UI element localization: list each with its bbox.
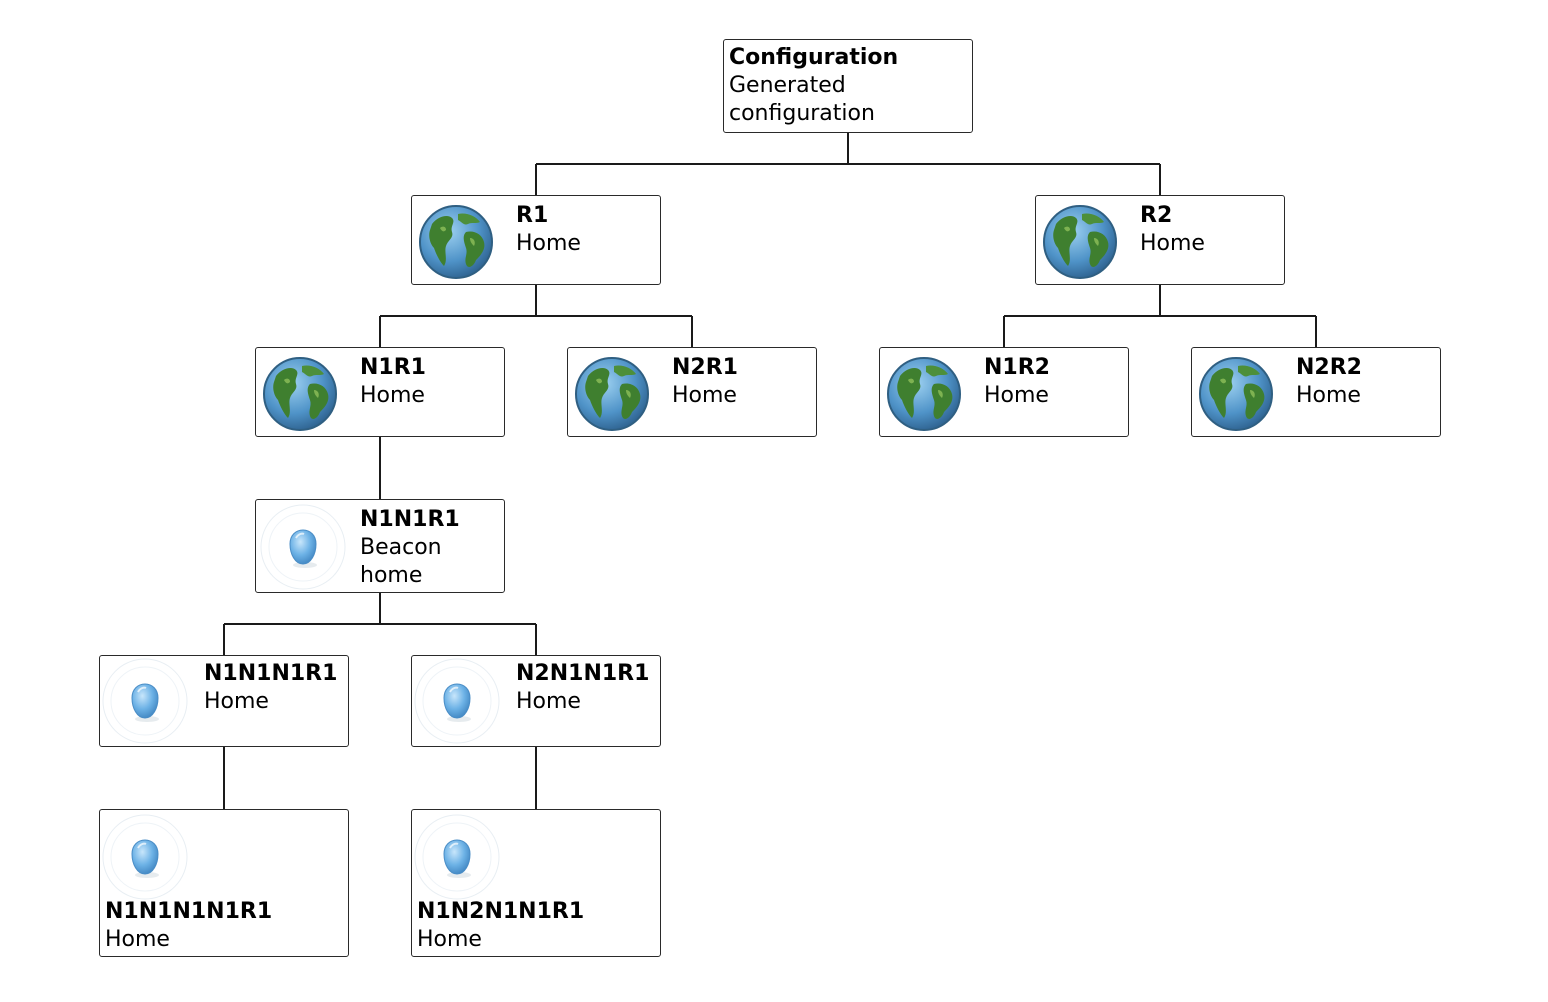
node-subtitle: Home — [516, 231, 581, 256]
node-n1n1r1[interactable]: N1N1R1 Beacon home — [255, 499, 505, 593]
node-title: R2 — [1140, 203, 1173, 228]
node-subtitle: Beacon — [360, 535, 442, 560]
node-n2r2[interactable]: N2R2 Home — [1191, 347, 1441, 437]
beacon-icon — [412, 656, 502, 746]
node-n1n2n1n1r1[interactable]: N1N2N1N1R1 Home — [411, 809, 661, 957]
node-title: N1N1N1R1 — [204, 661, 338, 686]
node-subtitle: Home — [417, 927, 482, 952]
globe-icon — [1042, 204, 1118, 280]
globe-icon — [1198, 356, 1274, 432]
node-title: Configuration — [729, 45, 899, 70]
globe-icon — [574, 356, 650, 432]
node-subtitle: Home — [105, 927, 170, 952]
node-n2n1n1r1[interactable]: N2N1N1R1 Home — [411, 655, 661, 747]
node-r2[interactable]: R2 Home — [1035, 195, 1285, 285]
node-subtitle: Home — [672, 383, 737, 408]
node-subtitle: configuration — [729, 101, 875, 126]
node-subtitle: Home — [204, 689, 269, 714]
node-title: N1N1R1 — [360, 507, 460, 532]
globe-icon — [262, 356, 338, 432]
beacon-icon — [412, 812, 502, 902]
node-title: N1R2 — [984, 355, 1050, 380]
node-n1r2[interactable]: N1R2 Home — [879, 347, 1129, 437]
beacon-icon — [258, 502, 348, 592]
node-subtitle: Home — [1296, 383, 1361, 408]
node-title: N1N1N1N1R1 — [105, 899, 273, 924]
node-subtitle: Home — [984, 383, 1049, 408]
globe-icon — [886, 356, 962, 432]
node-title: R1 — [516, 203, 549, 228]
node-r1[interactable]: R1 Home — [411, 195, 661, 285]
node-subtitle: Home — [1140, 231, 1205, 256]
beacon-icon — [100, 656, 190, 746]
node-subtitle: home — [360, 563, 423, 588]
node-configuration[interactable]: Configuration Generated configuration — [723, 39, 973, 133]
node-title: N2R1 — [672, 355, 738, 380]
node-subtitle: Home — [516, 689, 581, 714]
node-title: N2R2 — [1296, 355, 1362, 380]
node-n2r1[interactable]: N2R1 Home — [567, 347, 817, 437]
node-subtitle: Home — [360, 383, 425, 408]
node-configuration-text: Configuration Generated configuration — [729, 44, 898, 128]
node-title: N2N1N1R1 — [516, 661, 650, 686]
node-n1n1n1n1r1[interactable]: N1N1N1N1R1 Home — [99, 809, 349, 957]
node-title: N1N2N1N1R1 — [417, 899, 585, 924]
node-title: N1R1 — [360, 355, 426, 380]
node-n1r1[interactable]: N1R1 Home — [255, 347, 505, 437]
beacon-icon — [100, 812, 190, 902]
globe-icon — [418, 204, 494, 280]
node-subtitle: Generated — [729, 73, 846, 98]
node-n1n1n1r1[interactable]: N1N1N1R1 Home — [99, 655, 349, 747]
